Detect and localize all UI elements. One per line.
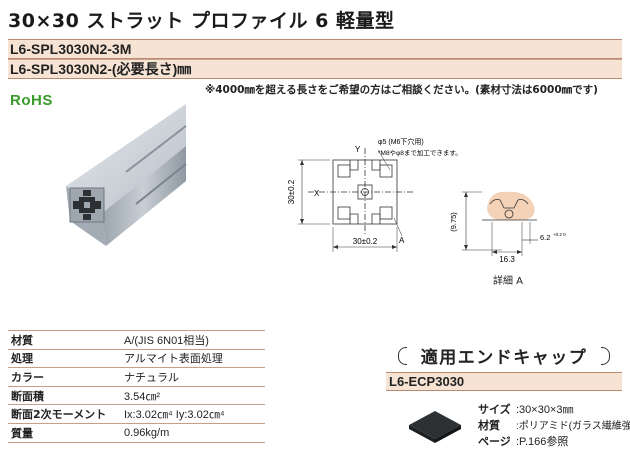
endcap-heading: 適用エンドキャップ bbox=[388, 343, 620, 369]
product-code-3m: L6-SPL3030N2-3M bbox=[8, 39, 622, 59]
spec-value: ナチュラル bbox=[121, 367, 265, 387]
table-row: 処理 アルマイト表面処理 bbox=[8, 348, 265, 368]
table-row: カラー ナチュラル bbox=[8, 367, 265, 387]
dim-height: 30±0.2 bbox=[287, 179, 296, 204]
detail-dim-slot-tolerance: +0.2 0 bbox=[553, 232, 566, 237]
product-code-custom: L6-SPL3030N2-(必要長さ)㎜ bbox=[8, 59, 622, 79]
endcap-spec: サイズ :30×30×3㎜ 材質 :ポリアミド(ガラス繊維強化) ページ :P.166… bbox=[478, 402, 630, 450]
spec-table: 材質 A/(JIS 6N01相当) 処理 アルマイト表面処理 カラー ナチュラル… bbox=[8, 330, 265, 443]
detail-a-drawing: (9.75) 16.3 6.2 +0.2 0 bbox=[449, 191, 566, 264]
spec-value: 3.54㎝² bbox=[121, 385, 265, 405]
detail-a-label: 詳細 A bbox=[493, 276, 524, 287]
table-row: 断面2次モーメント Ix:3.02㎝⁴ Iy:3.02㎝⁴ bbox=[8, 404, 265, 424]
rohs-badge: RoHS bbox=[10, 92, 53, 109]
spec-key: 断面積 bbox=[8, 385, 121, 405]
spec-key: 材質 bbox=[8, 330, 121, 350]
table-row: 材質 A/(JIS 6N01相当) bbox=[8, 330, 265, 350]
list-item: サイズ :30×30×3㎜ bbox=[478, 402, 630, 418]
dim-width: 30±0.2 bbox=[353, 237, 378, 246]
spec-value: 0.96kg/m bbox=[121, 422, 265, 443]
hole-note-1: φ5 (M6下穴用) bbox=[378, 137, 424, 146]
endcap-spec-key: ページ bbox=[478, 435, 511, 448]
length-note: ※4000㎜を超える長さをご希望の方はご相談ください。(素材寸法は6000㎜です… bbox=[205, 84, 598, 96]
hole-note-2: *M8やφ8まで加工できます。 bbox=[378, 148, 462, 157]
spec-key: 質量 bbox=[8, 422, 121, 443]
table-row: 質量 0.96kg/m bbox=[8, 422, 265, 443]
detail-dim-width: 16.3 bbox=[499, 255, 515, 264]
cross-section-drawing: 30±0.2 30±0.2 X Y φ5 (M6下穴用) *M8やφ8まで加工で… bbox=[287, 137, 462, 252]
list-item: 材質 :ポリアミド(ガラス繊維強化) bbox=[478, 418, 630, 434]
spec-key: カラー bbox=[8, 367, 121, 387]
detail-dim-slot: 6.2 bbox=[540, 233, 550, 242]
axis-y: Y bbox=[355, 145, 361, 154]
endcap-spec-value: :P.166参照 bbox=[516, 436, 569, 448]
page-title: 30×30 ストラット プロファイル 6 軽量型 bbox=[8, 10, 395, 32]
table-row: 断面積 3.54㎝² bbox=[8, 385, 265, 405]
detail-marker: A bbox=[399, 236, 405, 245]
spec-value: Ix:3.02㎝⁴ Iy:3.02㎝⁴ bbox=[121, 404, 265, 424]
spec-key: 断面2次モーメント bbox=[8, 404, 121, 424]
axis-x: X bbox=[314, 189, 320, 198]
endcap-spec-key: 材質 bbox=[478, 419, 500, 432]
list-item: ページ :P.166参照 bbox=[478, 434, 630, 450]
endcap-code: L6-ECP3030 bbox=[386, 372, 622, 391]
endcap-photo bbox=[409, 411, 461, 443]
endcap-spec-key: サイズ bbox=[478, 403, 511, 416]
spec-value: アルマイト表面処理 bbox=[121, 348, 265, 368]
endcap-spec-value: :30×30×3㎜ bbox=[516, 404, 574, 416]
spec-value: A/(JIS 6N01相当) bbox=[121, 330, 265, 350]
detail-dim-height: (9.75) bbox=[449, 212, 458, 232]
endcap-spec-value: :ポリアミド(ガラス繊維強化) bbox=[516, 421, 630, 432]
spec-key: 処理 bbox=[8, 348, 121, 368]
product-photo bbox=[66, 104, 187, 246]
